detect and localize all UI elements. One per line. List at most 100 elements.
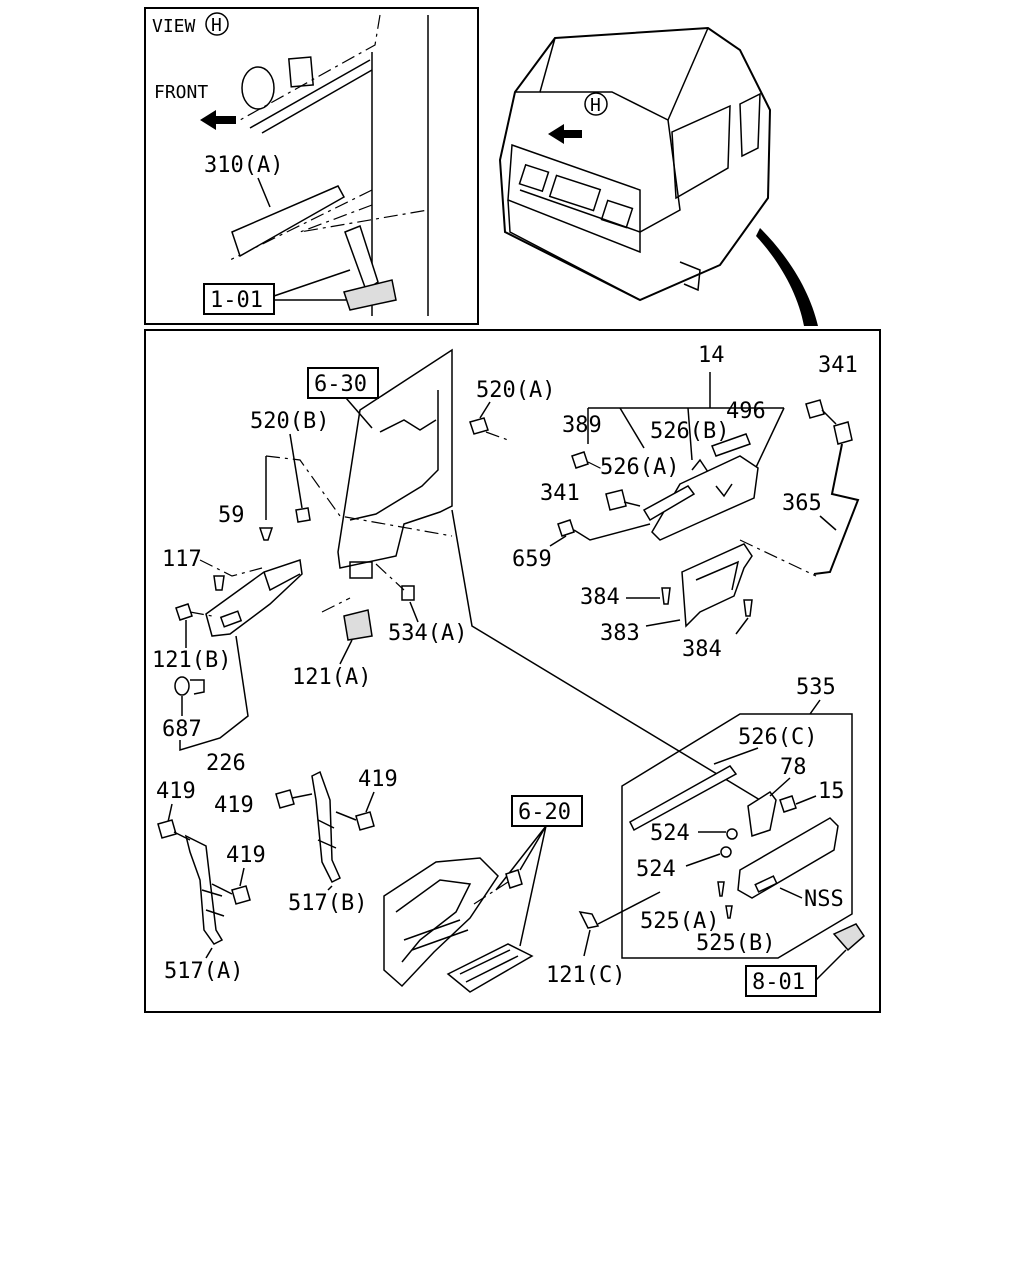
screw-389: [571, 451, 589, 469]
main-panel-frame: [144, 329, 881, 1013]
leader-226: [179, 635, 249, 752]
dash-121a: [321, 597, 351, 613]
label-419d: 419: [226, 843, 266, 868]
bracket-517b-slots: [317, 819, 337, 849]
label-59: 59: [218, 503, 245, 528]
leader-419c: [365, 791, 375, 813]
leader-NSS: [779, 887, 803, 899]
dash-121b: [189, 611, 213, 617]
label-121a: 121(A): [292, 665, 371, 690]
ref-box-620: [511, 795, 583, 827]
headlight-right: [600, 199, 634, 229]
leader-14-a: [619, 407, 645, 449]
cab-view-marker-circle: [584, 92, 608, 116]
label-310a: 310(A): [204, 153, 283, 178]
washer-687: [174, 676, 190, 696]
label-659: 659: [512, 547, 552, 572]
view-marker: H: [211, 15, 222, 36]
front-label: FRONT: [154, 82, 208, 103]
step-tread-620: [446, 943, 534, 993]
label-419b: 419: [214, 793, 254, 818]
nut-520b: [295, 507, 311, 523]
bolt-419d: [231, 885, 251, 905]
leader-384b: [735, 617, 749, 635]
dash-534a: [375, 563, 405, 591]
pedal-pad: [343, 279, 397, 311]
cab-rear-window: [739, 92, 761, 158]
leader-517b: [327, 885, 333, 891]
leader-419d: [239, 867, 245, 887]
detail-pointer-arrow-icon: [756, 228, 818, 326]
label-526a: 526(A): [600, 455, 679, 480]
nut-524a: [726, 828, 738, 840]
grille-center: [548, 174, 602, 212]
leader-419a: [167, 803, 173, 823]
panel-line-a: [249, 59, 371, 129]
cab-view-arrow-icon: [548, 124, 582, 144]
clip-384a: [661, 587, 671, 605]
dash-520a: [485, 431, 509, 441]
step-panel-detail: [715, 483, 733, 498]
bolt-419b: [275, 789, 295, 809]
connector-door-535: [451, 509, 761, 801]
bracket-383-detail: [695, 560, 740, 591]
label-117: 117: [162, 547, 202, 572]
label-341b: 341: [818, 353, 858, 378]
label-78: 78: [780, 755, 807, 780]
cab-roof-line: [540, 27, 709, 122]
leader-310a: [257, 177, 271, 208]
trim-526c: [629, 765, 738, 832]
view-label: VIEW: [152, 16, 196, 37]
trim-526a: [642, 485, 696, 522]
leader-801: [815, 949, 847, 981]
main-parts-panel: 6-30 520(A) 520(B) 59 117 121(B): [144, 329, 881, 1013]
bolt-419c: [355, 811, 375, 831]
bumper-121a: [343, 609, 373, 641]
dash-620: [473, 881, 509, 905]
label-526b: 526(B): [650, 419, 729, 444]
label-341a: 341: [540, 481, 580, 506]
cover-801: [832, 923, 865, 952]
step-housing-620: [383, 857, 499, 988]
bracket-226: [205, 559, 303, 637]
label-121c: 121(C): [546, 963, 625, 988]
view-panel-frame: [144, 7, 479, 325]
bracket-78: [747, 790, 777, 837]
label-15: 15: [818, 779, 845, 804]
group-535-frame: [621, 699, 853, 959]
door-latch: [349, 561, 373, 579]
leader-78: [769, 777, 791, 797]
headlight-left: [518, 163, 550, 193]
wall-edge: [239, 14, 381, 121]
leader-659-link: [573, 523, 651, 541]
bolt-15: [779, 795, 797, 813]
clip-121c: [578, 911, 600, 929]
bolt-341a-shank: [623, 501, 641, 507]
label-14: 14: [698, 343, 725, 368]
leader-383: [645, 619, 681, 627]
label-525a: 525(A): [640, 909, 719, 934]
leader-520b: [289, 433, 303, 509]
panel-line-b: [261, 69, 373, 134]
bolt-620: [505, 869, 523, 889]
door-frame-detail: [379, 419, 437, 433]
bracket-slot: [219, 610, 243, 628]
step-housing-inner: [395, 879, 472, 963]
bolt-419c-shank: [335, 811, 357, 821]
leader-121c: [583, 929, 591, 957]
bolt-419b-shank: [291, 793, 313, 799]
rod-365: [813, 443, 860, 575]
bracket-517b: [311, 770, 341, 884]
leader-101-a: [273, 269, 351, 297]
dash-520b: [265, 455, 453, 537]
bracket-fold: [263, 571, 301, 592]
leader-620: [495, 825, 547, 947]
ref-box-630: [307, 367, 379, 399]
leader-517a: [205, 947, 213, 959]
label-687: 687: [162, 717, 202, 742]
label-630: 6-30: [314, 372, 367, 397]
panel-hole: [241, 66, 275, 110]
bracket-517a-slots: [201, 889, 225, 917]
step-tread-ribs: [459, 949, 519, 983]
